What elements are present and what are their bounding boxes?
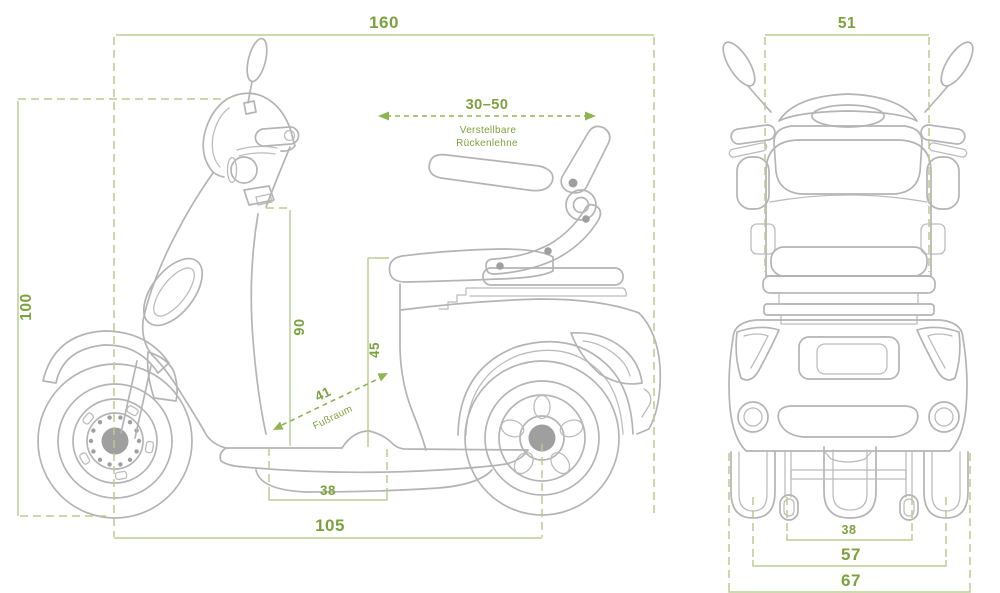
headlight <box>230 156 258 184</box>
license-panel <box>798 336 900 380</box>
dim-label-seat-back-width: 51 <box>838 15 856 32</box>
reflector-right <box>928 401 960 433</box>
rear-bumper <box>777 405 919 438</box>
seat-assembly <box>388 125 624 286</box>
front-wheel-slots <box>79 405 155 481</box>
front-hub <box>101 427 129 455</box>
rear-view-illustration <box>722 41 974 521</box>
front-wheel <box>37 363 193 519</box>
side-view-illustration <box>37 37 662 519</box>
rear-wheels <box>730 446 969 521</box>
handlebar-pod <box>202 92 300 206</box>
front-fender <box>42 330 178 402</box>
dim-label-rear-track: 57 <box>841 545 861 564</box>
dim-label-overall-length: 160 <box>369 13 399 32</box>
backrest-note-line2: Rückenlehne <box>456 138 518 149</box>
leg-shield <box>141 146 291 449</box>
taillight-side <box>570 332 643 385</box>
dim-label-backrest-range: 30–50 <box>466 97 509 113</box>
rear-hub <box>528 424 556 452</box>
anti-tip-wheel-right <box>899 494 919 521</box>
rear-wheel-spokes <box>500 394 584 475</box>
handlebar-grip <box>254 126 300 147</box>
rear-deck <box>438 287 627 310</box>
armrest <box>428 153 554 192</box>
seat-base-plate <box>482 267 624 286</box>
seat-cushion-rear <box>770 246 928 277</box>
rear-body <box>399 283 662 451</box>
dim-label-overall-height: 100 <box>18 293 35 320</box>
dimension-lines <box>17 34 971 593</box>
rear-body-cowl <box>728 319 968 463</box>
dim-label-seat-height: 45 <box>367 342 382 358</box>
dim-label-legroom: 41 <box>313 384 334 405</box>
reflector-left <box>737 401 769 433</box>
seat-cushion <box>388 248 554 283</box>
brake-lever <box>236 145 278 151</box>
rear-mirrors <box>722 41 974 113</box>
footboard <box>219 430 529 493</box>
front-wheel-bolt-ring <box>88 415 142 467</box>
taillight-left <box>735 326 780 381</box>
taillight-right <box>916 326 961 381</box>
rear-backrest <box>762 139 936 305</box>
dim-label-footboard-length: 38 <box>320 483 336 498</box>
dim-label-tiller-height: 90 <box>292 318 308 335</box>
anti-tip-wheel-left <box>779 494 799 521</box>
rear-armrests <box>736 156 960 255</box>
front-wheel-rear-view <box>823 446 877 519</box>
rear-rack <box>763 303 935 325</box>
recline-pivot <box>565 189 597 221</box>
rear-wheel <box>464 360 620 516</box>
side-mirror <box>243 37 268 115</box>
seat-support-arm <box>485 203 602 275</box>
dim-label-wheelbase: 105 <box>315 516 345 535</box>
backrest-side <box>560 125 611 194</box>
backrest-note-line1: Verstellbare <box>460 125 517 136</box>
dim-label-overall-width: 67 <box>841 571 861 590</box>
dim-label-inner-track: 38 <box>842 523 857 537</box>
